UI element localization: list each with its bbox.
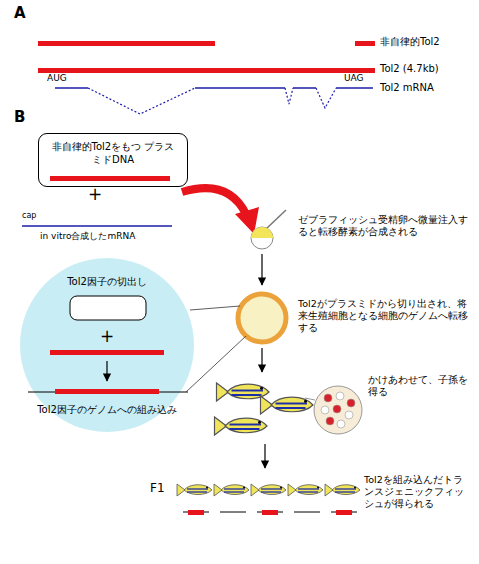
mrna-introns (88, 88, 336, 114)
label-text: かけあわせて、子孫を得る (368, 374, 473, 398)
injection-arrow (182, 188, 246, 214)
label-text: F1 (150, 481, 165, 496)
fish-icon (251, 484, 286, 496)
node-text: Tol2因子の切出し (19, 275, 195, 288)
transposon-bar (355, 41, 375, 46)
fish-icon (325, 484, 360, 496)
excised-transposon (50, 350, 164, 355)
process-circle: Tol2因子の切出し + Tol2因子のゲノムへの組み込み (19, 257, 195, 433)
label-text: in vitro合成したmRNA (40, 231, 135, 242)
fish-icon (261, 396, 314, 414)
circle-fill (20, 258, 194, 432)
step-arrow (106, 361, 107, 381)
node-text: 非自律的Tol2をもつ プラスミドDNA (39, 140, 187, 166)
node-text: Tol2因子のゲノムへの組み込み (19, 403, 195, 416)
fish-icon (214, 484, 249, 496)
genome-line (28, 392, 188, 393)
fish-icon (215, 417, 268, 435)
label-text: Tol2 (4.7kb) (380, 63, 439, 76)
germ-cells (321, 392, 355, 428)
label-text: Tol2 mRNA (380, 82, 434, 95)
embryo (238, 294, 286, 342)
label-text: A (14, 4, 26, 23)
label-text: cap (22, 211, 36, 221)
node-text: + (19, 325, 195, 347)
mrna-exons (55, 87, 373, 89)
fish-icon (288, 484, 323, 496)
process-box: 非自律的Tol2をもつ プラスミドDNA (38, 133, 188, 187)
plasmid-insert (50, 176, 170, 181)
label-text: AUG (47, 73, 67, 84)
step-arrow (261, 254, 262, 285)
transposon-bar (38, 41, 215, 46)
zoom-leader (190, 306, 240, 310)
label-text: ゼブラフィッシュ受精卵へ微量注入すると転移酵素が合成される (298, 214, 470, 238)
egg-yolk (251, 227, 273, 238)
magnify-leader (305, 398, 315, 400)
label-text: UAG (344, 73, 364, 84)
germ-cell-magnifier (314, 386, 362, 434)
fertilized-egg (251, 227, 273, 249)
label-text: B (14, 108, 25, 127)
label-text: Tol2を組み込んだトランスジェニックフィッシュが得られる (364, 474, 472, 510)
f1-insertions (188, 510, 352, 515)
label-text: Tol2がプラスミドから切り出され、将来生殖細胞となる細胞のゲノムへ転移する (298, 298, 470, 334)
integrated-transposon (55, 389, 159, 394)
fish-icon (177, 484, 212, 496)
transposon-bar (38, 68, 375, 73)
injection-needle (266, 210, 286, 229)
label-text: + (88, 184, 102, 205)
step-arrow (264, 444, 265, 468)
step-arrow (261, 348, 262, 372)
in-vitro-mrna (22, 225, 172, 227)
plasmid-backbone (70, 296, 146, 320)
label-text: 非自律的Tol2 (380, 36, 440, 49)
zoom-leader (186, 336, 246, 392)
